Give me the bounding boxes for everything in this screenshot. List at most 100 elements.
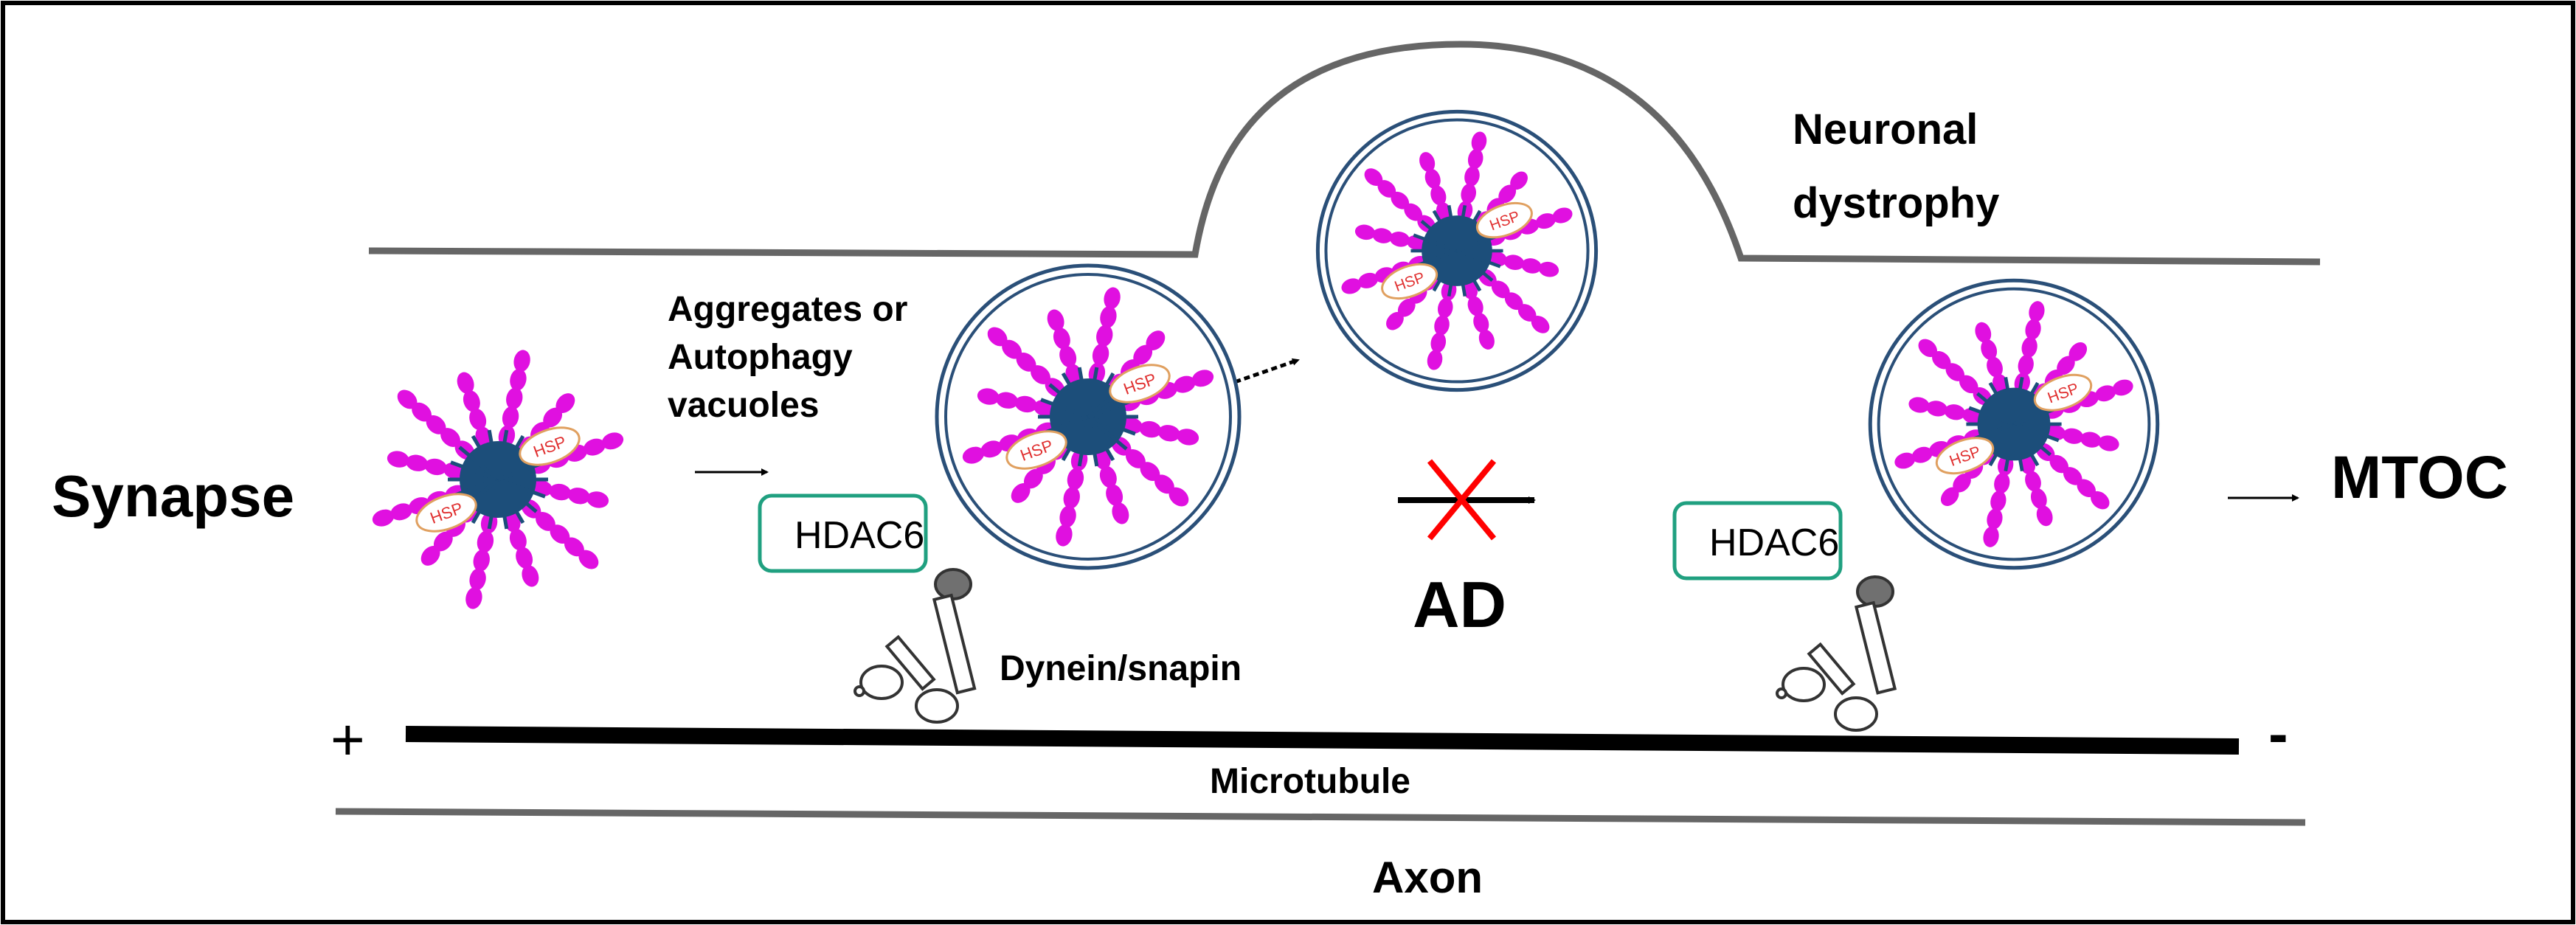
protein-bead [387,451,409,468]
protein-bead [2068,342,2088,361]
protein-bead [457,372,474,394]
protein-bead [506,387,523,410]
axon-membrane-top [368,41,2321,266]
protein-bead [1994,472,2010,494]
aggregate-fibril [1988,423,2016,467]
protein-bead [1104,287,1121,310]
protein-bead [522,565,539,587]
aggregate-fibril [458,446,499,481]
protein-bead [1177,429,1199,446]
ad-label: AD [1413,568,1506,641]
vacuole-membrane-inner [1324,118,1590,384]
protein-bead [390,503,412,521]
plus-end-label: + [330,707,365,772]
aggregate-fibril [450,460,499,482]
aggregate-fibril [1086,367,1099,418]
protein-bead [1358,272,1379,288]
protein-bead [2080,432,2102,448]
protein-bead [469,568,486,591]
protein-bead [1112,502,1129,524]
aggregate-fibril [1413,233,1458,253]
protein-bead [1894,452,1916,469]
protein-bead [2098,435,2119,451]
aggregate-fibril [1086,372,1115,418]
protein-bead [2029,301,2045,322]
aggregates-label-line3: vacuoles [668,386,819,425]
protein-bead [1467,296,1483,316]
aggregate-fibril [1061,372,1090,418]
protein-bead [1467,148,1483,170]
protein-bead [1140,462,1160,482]
protein-bead [2025,471,2041,492]
protein-bead [433,531,453,552]
protein-bead [536,512,555,531]
protein-bead [1926,401,1947,417]
protein-bead [1521,258,1542,274]
protein-bead [2025,319,2041,340]
block-cross-line-2 [1427,459,1497,541]
protein-bead [1002,339,1022,359]
protein-bead [1059,505,1076,528]
aggregate-fibril [496,429,509,480]
hsp-ellipse [1475,201,1533,239]
protein-bead [1473,313,1489,333]
protein-bead [1053,328,1070,350]
protein-bead [2095,385,2116,402]
hdac6-box-left: HDAC6 [758,493,928,573]
protein-bead [502,406,519,429]
protein-bead [469,408,487,431]
axon-label: Axon [1372,853,1483,902]
protein-bead [977,388,1000,405]
protein-bead [1535,213,1556,229]
protein-bead [1047,309,1064,331]
protein-bead [1430,332,1447,353]
hdac6-box-right: HDAC6 [1672,501,1843,581]
protein-bead [477,530,494,553]
mtoc-label: MTOC [2331,444,2508,511]
dystrophy-arrow-dashed [1225,358,1300,387]
protein-bead [397,389,418,409]
protein-bead [1092,343,1109,366]
aggregate-fibril [1455,249,1494,282]
aggregate-fibril [1061,415,1090,462]
hsp-ellipse [2033,373,2093,412]
aggregate-fibril [1455,250,1467,297]
protein-bead [1419,152,1436,173]
protein-bead [555,393,575,413]
protein-bead [1503,254,1525,271]
aggregate-fibril [1447,204,1459,252]
protein-bead [1031,365,1050,384]
aggregate-fibril [2012,423,2040,467]
protein-bead [1377,180,1396,198]
protein-bead [1056,524,1073,547]
protein-bead [1918,339,1937,358]
hsp-ellipse [415,493,477,533]
protein-bead [509,528,527,551]
vacuole-membrane-inner [1877,287,2151,561]
aggregate-fibril [1077,416,1090,467]
aggregate-fibril [2012,423,2024,472]
protein-bead [1059,345,1077,368]
protein-bead [996,392,1019,409]
protein-bead [424,458,447,476]
aggregate-fibril [2013,422,2060,443]
aggregate-fibril [471,434,500,481]
aggregate-fibril [1455,209,1482,252]
hdac6-label-right: HDAC6 [1709,522,1839,564]
protein-bead [1168,487,1189,507]
protein-bead [586,491,609,508]
protein-bead [426,415,446,434]
protein-bead [1011,483,1031,503]
protein-bead [1139,420,1162,438]
protein-bead [1981,339,1998,361]
protein-bead [1391,191,1410,209]
protein-bead [372,509,395,527]
protein-bead [2063,467,2082,485]
hsp-ellipse [1005,430,1067,470]
aggregate-fibril [1087,415,1128,451]
